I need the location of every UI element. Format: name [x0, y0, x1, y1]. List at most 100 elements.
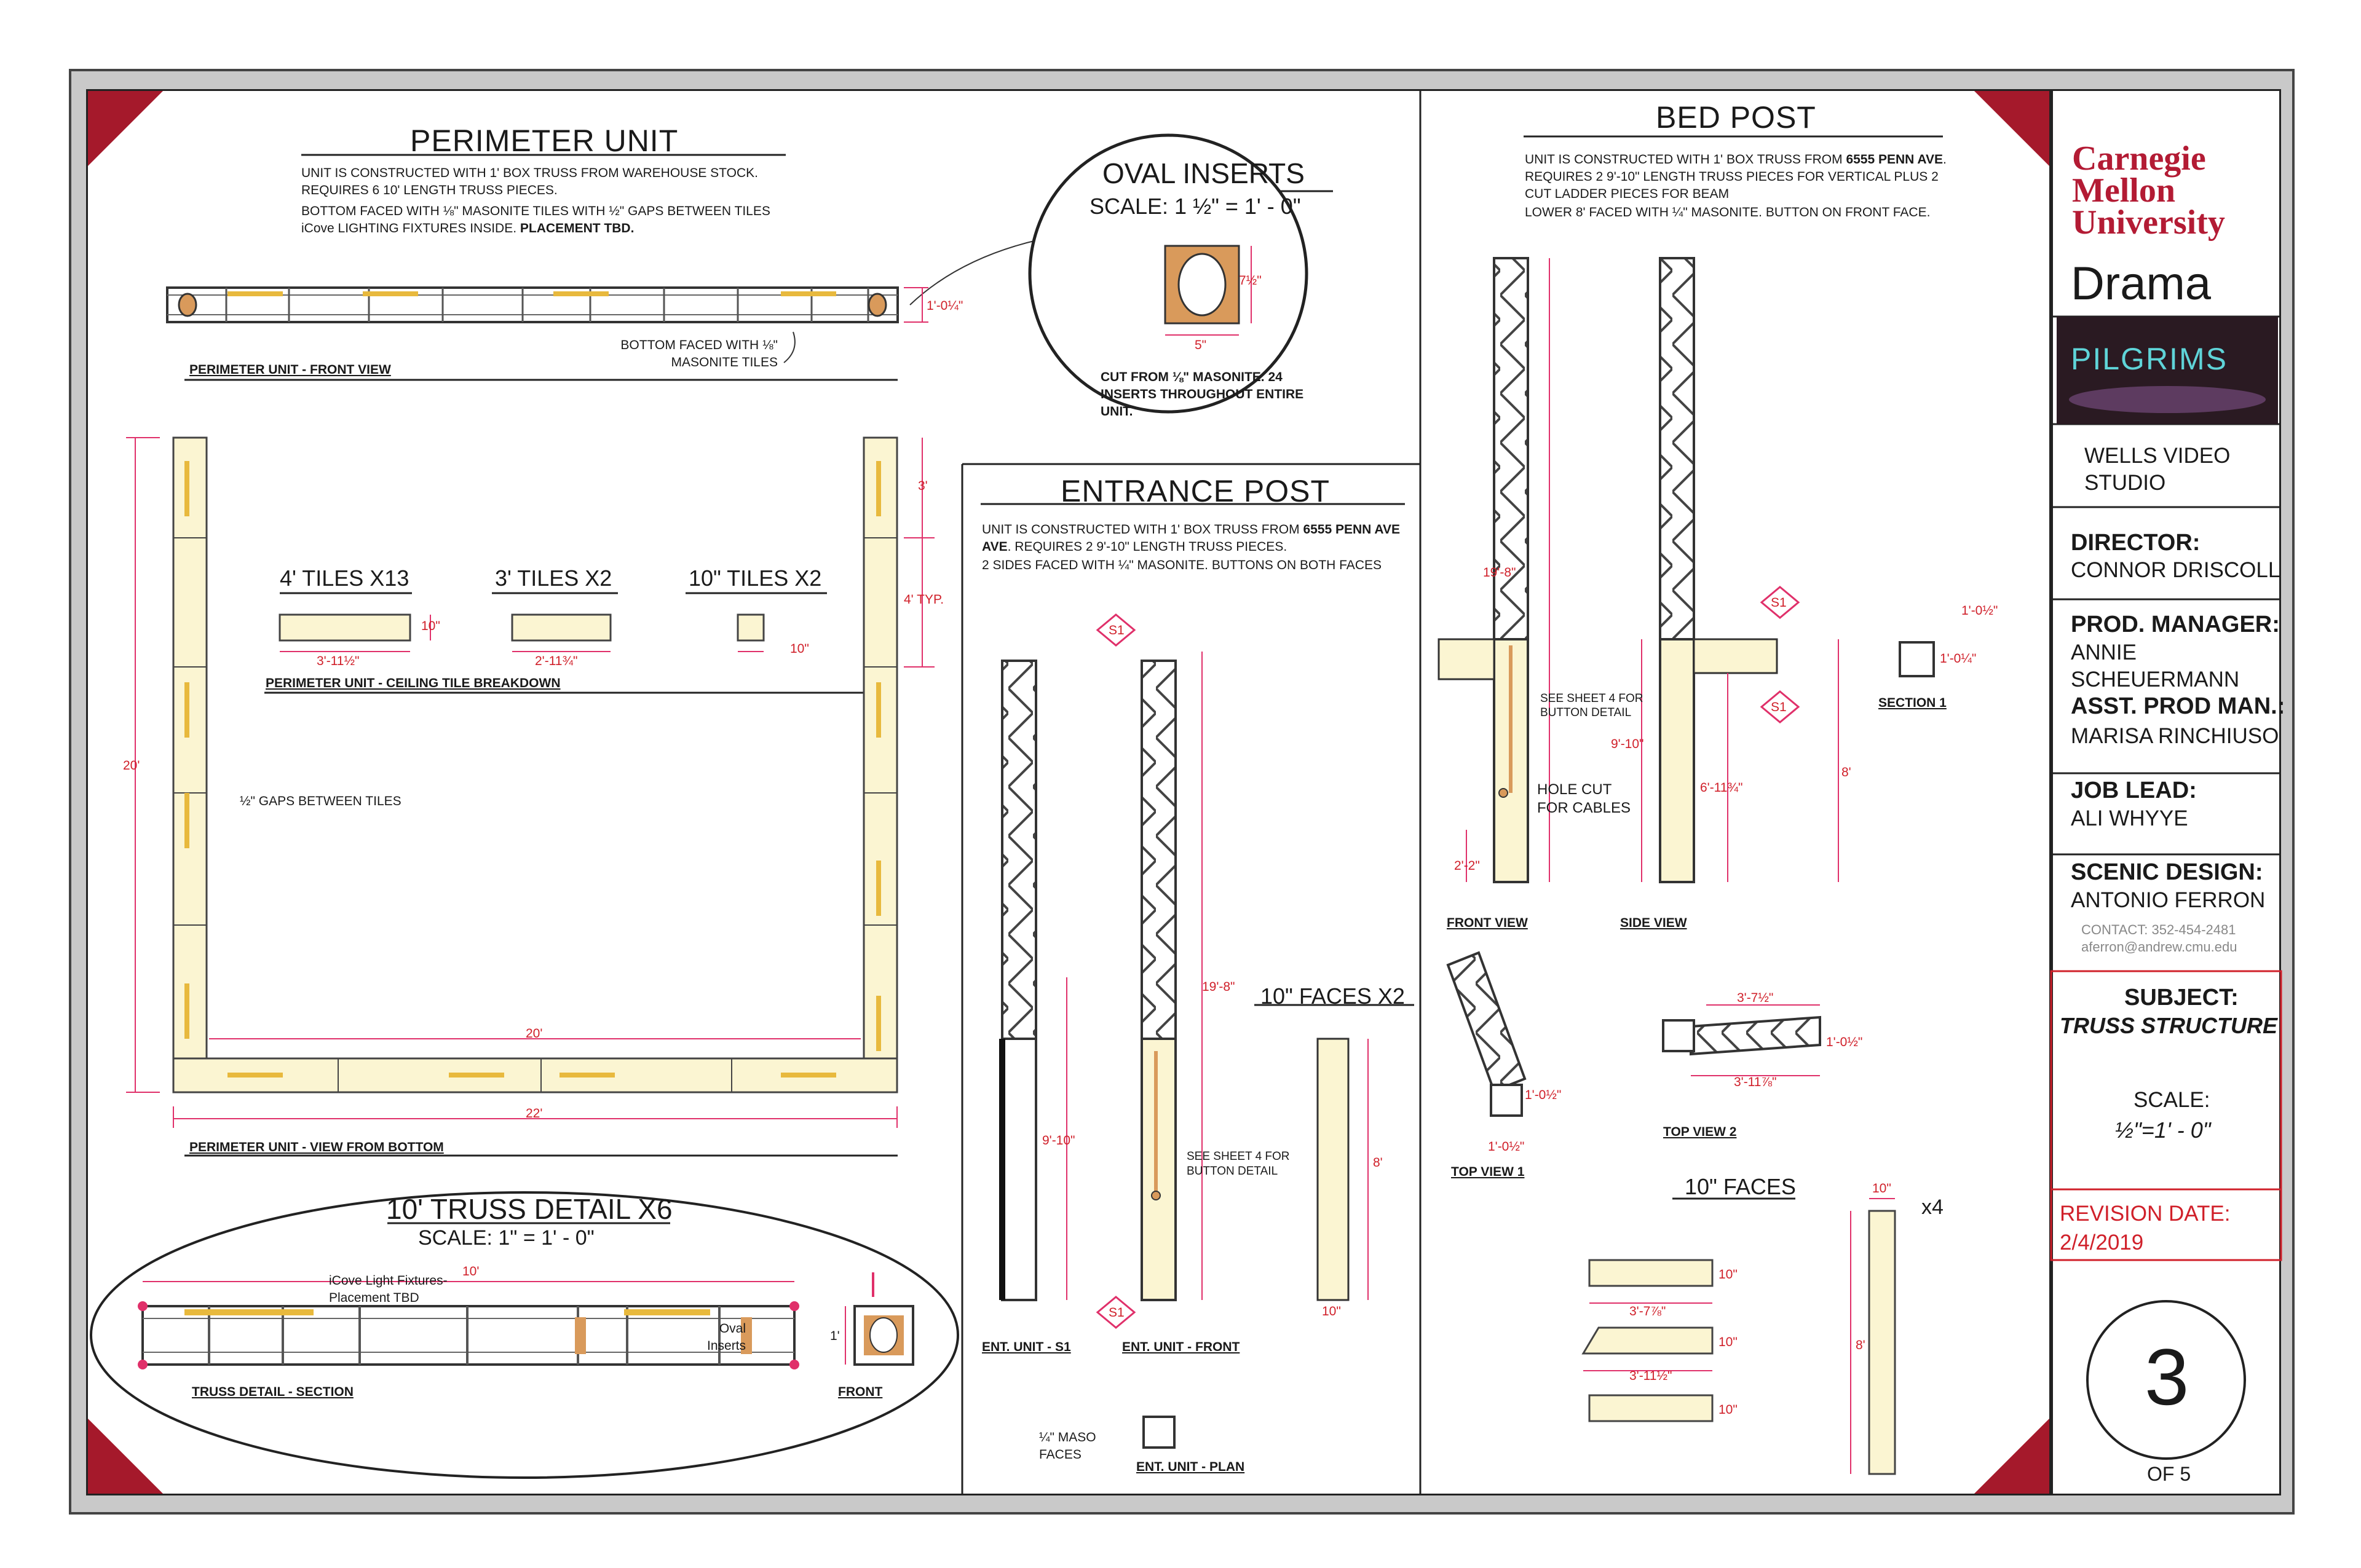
bedpost-s1-top: S1	[1771, 596, 1787, 610]
maso-faces-note: ¼" MASO FACES	[1039, 1430, 1096, 1462]
show-title: PILGRIMS	[2071, 342, 2228, 376]
bedpost-s1-bottom: S1	[1771, 700, 1787, 714]
fixtures-callout: iCove Light Fixtures- Placement TBD	[329, 1274, 448, 1305]
perimeter-note-1: UNIT IS CONSTRUCTED WITH 1' BOX TRUSS FR…	[301, 166, 758, 180]
tile-breakdown	[279, 613, 765, 652]
dim-20-side: 20'	[123, 758, 140, 773]
pm-name: ANNIE SCHEUERMANN	[2071, 640, 2240, 691]
top1-caption: TOP VIEW 1	[1451, 1165, 1525, 1179]
oval-inserts-callout: Oval Inserts	[707, 1322, 746, 1353]
panel-dividers	[961, 91, 1422, 1494]
entrance-note-2: AVE. REQUIRES 2 9'-10" LENGTH TRUSS PIEC…	[982, 540, 1287, 554]
perimeter-note-3: BOTTOM FACED WITH ⅛" MASONITE TILES WITH…	[301, 204, 770, 218]
entrance-note-1: UNIT IS CONSTRUCTED WITH 1' BOX TRUSS FR…	[982, 522, 1401, 537]
pm-label: PROD. MANAGER:	[2071, 612, 2280, 637]
dim-20-inner: 20'	[526, 1026, 543, 1041]
revision-box	[2050, 1188, 2282, 1261]
revision-label: REVISION DATE:	[2060, 1202, 2231, 1226]
scale-value: ½"=1' - 0"	[2115, 1117, 2211, 1143]
entrance-s1-bottom: S1	[1109, 1306, 1125, 1320]
contact-email: aferron@andrew.cmu.edu	[2081, 939, 2237, 955]
bedpost-side-caption: SIDE VIEW	[1620, 916, 1687, 930]
corner-triangles	[88, 91, 2049, 1494]
truss-front-caption: FRONT	[838, 1385, 883, 1399]
section-dim-b: 1'-0¼"	[1940, 652, 1977, 666]
tile-10in-label: 10" TILES X2	[689, 565, 822, 591]
cmu-logo: Carnegie Mellon University	[2072, 140, 2225, 242]
lead-name: ALI WHYYE	[2071, 806, 2188, 830]
director-label: DIRECTOR:	[2071, 530, 2201, 556]
bedpost-dim-9-10: 9'-10"	[1611, 737, 1644, 751]
faces-dim-b: 3'-11½"	[1629, 1369, 1672, 1383]
entrance-front-caption: ENT. UNIT - FRONT	[1122, 1340, 1240, 1354]
front-height-dim: 1'-0¼"	[927, 299, 963, 313]
section-caption: SECTION 1	[1878, 696, 1947, 710]
faces-10-c: 10"	[1718, 1403, 1738, 1417]
tile-3ft-label: 3' TILES X2	[495, 565, 612, 591]
entrance-faces-10: 10"	[1322, 1304, 1341, 1318]
entrance-faces-title: 10" FACES X2	[1260, 983, 1405, 1009]
section-dim-a: 1'-0½"	[1961, 604, 1998, 618]
oval-dim-w: 5"	[1195, 338, 1207, 352]
top2-dim-c: 1'-0½"	[1826, 1035, 1863, 1049]
top2-caption: TOP VIEW 2	[1663, 1125, 1737, 1139]
perimeter-bottom-view	[126, 436, 935, 1128]
oval-title: OVAL INSERTS	[1102, 157, 1305, 189]
sheet-number: 3	[2145, 1332, 2189, 1422]
sheet-total: OF 5	[2147, 1463, 2191, 1485]
perimeter-front-truss	[166, 239, 1040, 363]
faces-10-a: 10"	[1718, 1267, 1738, 1282]
faces-8: 8'	[1856, 1338, 1865, 1352]
dim-4ft-typ: 4' TYP.	[904, 593, 944, 607]
faces-x4: x4	[1921, 1196, 1944, 1219]
perimeter-bottom-caption: PERIMETER UNIT - VIEW FROM BOTTOM	[189, 1140, 444, 1154]
bedpost-note-1: UNIT IS CONSTRUCTED WITH 1' BOX TRUSS FR…	[1525, 152, 1947, 201]
perimeter-note-4: iCove LIGHTING FIXTURES INSIDE. PLACEMEN…	[301, 221, 635, 235]
tile-4ft-height: 10"	[421, 619, 440, 633]
subject-label: SUBJECT:	[2124, 985, 2239, 1011]
top2-dim-b: 3'-11⅞"	[1734, 1075, 1777, 1089]
oval-scale: SCALE: 1 ½" = 1' - 0"	[1090, 194, 1301, 219]
design-name: ANTONIO FERRON	[2071, 888, 2266, 912]
faces-10-b: 10"	[1718, 1335, 1738, 1349]
entrance-dim-19-8: 19'-8"	[1202, 980, 1235, 994]
truss-detail-scale: SCALE: 1" = 1' - 0"	[418, 1226, 595, 1250]
director-name: CONNOR DRISCOLL	[2071, 558, 2280, 582]
truss-section-caption: TRUSS DETAIL - SECTION	[192, 1385, 354, 1399]
scale-label: SCALE:	[2134, 1088, 2210, 1112]
entrance-dim-9-10: 9'-10"	[1042, 1133, 1075, 1148]
oval-note: CUT FROM ⅛" MASONITE. 24 INSERTS THROUGH…	[1101, 370, 1304, 419]
lead-label: JOB LEAD:	[2071, 778, 2197, 803]
dim-22: 22'	[526, 1106, 543, 1121]
oval-insert-detail	[1028, 133, 1308, 414]
tile-10in-width: 10"	[790, 642, 809, 656]
entrance-title: ENTRANCE POST	[1061, 474, 1331, 508]
bedpost-front-caption: FRONT VIEW	[1447, 916, 1528, 930]
tile-4ft-label: 4' TILES X13	[280, 565, 409, 591]
truss-dim-10: 10'	[462, 1264, 480, 1278]
bedpost-dim-19-8: 19'-8"	[1483, 565, 1516, 580]
tile-breakdown-caption: PERIMETER UNIT - CEILING TILE BREAKDOWN	[266, 676, 561, 690]
drama-label: Drama	[2071, 258, 2212, 310]
perimeter-title: PERIMETER UNIT	[410, 124, 679, 158]
apm-label: ASST. PROD MAN.:	[2071, 693, 2285, 719]
truss-dim-1: 1'	[830, 1329, 840, 1343]
contact-phone: CONTACT: 352-454-2481	[2081, 922, 2236, 937]
apm-name: MARISA RINCHIUSO	[2071, 724, 2279, 748]
entrance-note-3: 2 SIDES FACED WITH ¼" MASONITE. BUTTONS …	[982, 558, 1382, 572]
top2-dim-a: 3'-7½"	[1737, 991, 1774, 1005]
tile-4ft-width: 3'-11½"	[317, 654, 360, 668]
top1-dim-a: 1'-0½"	[1525, 1088, 1562, 1102]
venue: WELLS VIDEO STUDIO	[2084, 444, 2231, 495]
revision-date: 2/4/2019	[2060, 1231, 2144, 1255]
oval-dim-h: 7½"	[1239, 274, 1262, 288]
subject-value: TRUSS STRUCTURE	[2060, 1013, 2278, 1038]
entrance-faces-8: 8'	[1373, 1156, 1383, 1170]
bedpost-button-note: SEE SHEET 4 FOR BUTTON DETAIL	[1540, 692, 1643, 719]
entrance-button-note: SEE SHEET 4 FOR BUTTON DETAIL	[1187, 1150, 1290, 1178]
entrance-post	[999, 613, 1369, 1449]
entrance-s1-top: S1	[1109, 623, 1125, 637]
faces-10-top: 10"	[1872, 1181, 1891, 1196]
truss-detail	[90, 1191, 959, 1479]
